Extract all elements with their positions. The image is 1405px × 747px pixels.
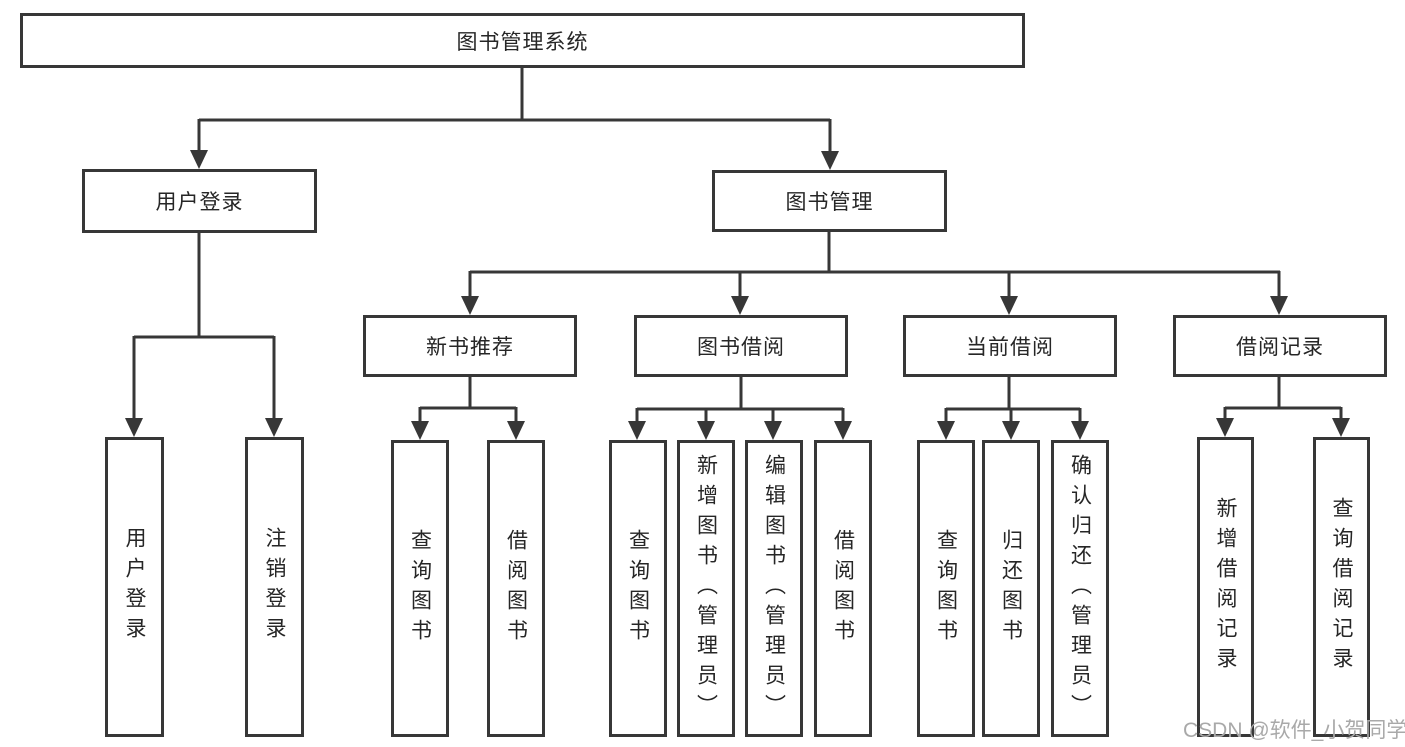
node-query-borrow-record: 查询借阅记录	[1313, 437, 1370, 737]
node-book-management: 图书管理	[712, 170, 947, 232]
node-confirm-return-admin: 确认归还（管理员）	[1051, 440, 1109, 737]
node-book-borrowing: 图书借阅	[634, 315, 848, 377]
node-borrow-books-recommend-label: 借阅图书	[504, 528, 528, 649]
csdn-watermark: CSDN @软件_小贺同学	[1183, 719, 1405, 742]
node-query-books-borrowing-label: 查询图书	[626, 528, 650, 649]
node-edit-book-admin-label: 编辑图书（管理员）	[762, 453, 786, 724]
node-new-book-recommendation: 新书推荐	[363, 315, 577, 377]
node-add-book-admin: 新增图书（管理员）	[677, 440, 735, 737]
node-current-borrowing-label: 当前借阅	[966, 336, 1054, 359]
node-book-management-label: 图书管理	[785, 191, 874, 214]
node-add-book-admin-label: 新增图书（管理员）	[694, 453, 718, 724]
node-user-login-leaf: 用户登录	[105, 437, 164, 737]
node-borrow-books-recommend: 借阅图书	[487, 440, 545, 737]
node-borrow-books-label: 借阅图书	[831, 528, 855, 649]
node-return-books: 归还图书	[982, 440, 1040, 737]
node-borrowing-records: 借阅记录	[1173, 315, 1387, 377]
node-book-borrowing-label: 图书借阅	[697, 336, 785, 359]
node-user-login-label: 用户登录	[155, 191, 244, 214]
node-add-borrow-record: 新增借阅记录	[1197, 437, 1254, 737]
node-borrow-books: 借阅图书	[814, 440, 872, 737]
node-logout-label: 注销登录	[263, 527, 286, 647]
node-query-books-current-label: 查询图书	[934, 528, 958, 649]
node-new-book-recommendation-label: 新书推荐	[426, 336, 514, 359]
connector-book-borrowing	[628, 376, 852, 440]
node-return-books-label: 归还图书	[999, 528, 1023, 649]
connector-book-management	[461, 231, 1288, 315]
node-library-management-system: 图书管理系统	[20, 13, 1025, 68]
node-query-books-current: 查询图书	[917, 440, 975, 737]
node-edit-book-admin: 编辑图书（管理员）	[745, 440, 803, 737]
node-confirm-return-admin-label: 确认归还（管理员）	[1068, 453, 1092, 724]
node-borrowing-records-label: 借阅记录	[1236, 336, 1324, 359]
node-current-borrowing: 当前借阅	[903, 315, 1117, 377]
connector-borrowing-records	[1216, 376, 1350, 437]
connector-root	[190, 66, 839, 170]
node-query-books-recommend: 查询图书	[391, 440, 449, 737]
node-add-borrow-record-label: 新增借阅记录	[1214, 497, 1237, 677]
node-query-books-recommend-label: 查询图书	[408, 528, 432, 649]
node-query-borrow-record-label: 查询借阅记录	[1330, 497, 1353, 677]
node-query-books-borrowing: 查询图书	[609, 440, 667, 737]
node-user-login-leaf-label: 用户登录	[123, 527, 146, 647]
node-logout: 注销登录	[245, 437, 304, 737]
connector-user-login	[125, 232, 283, 437]
connector-new-book-recommendation	[411, 376, 525, 440]
node-library-management-system-label: 图书管理系统	[456, 30, 589, 54]
node-user-login: 用户登录	[82, 169, 317, 233]
connector-current-borrowing	[937, 376, 1089, 440]
